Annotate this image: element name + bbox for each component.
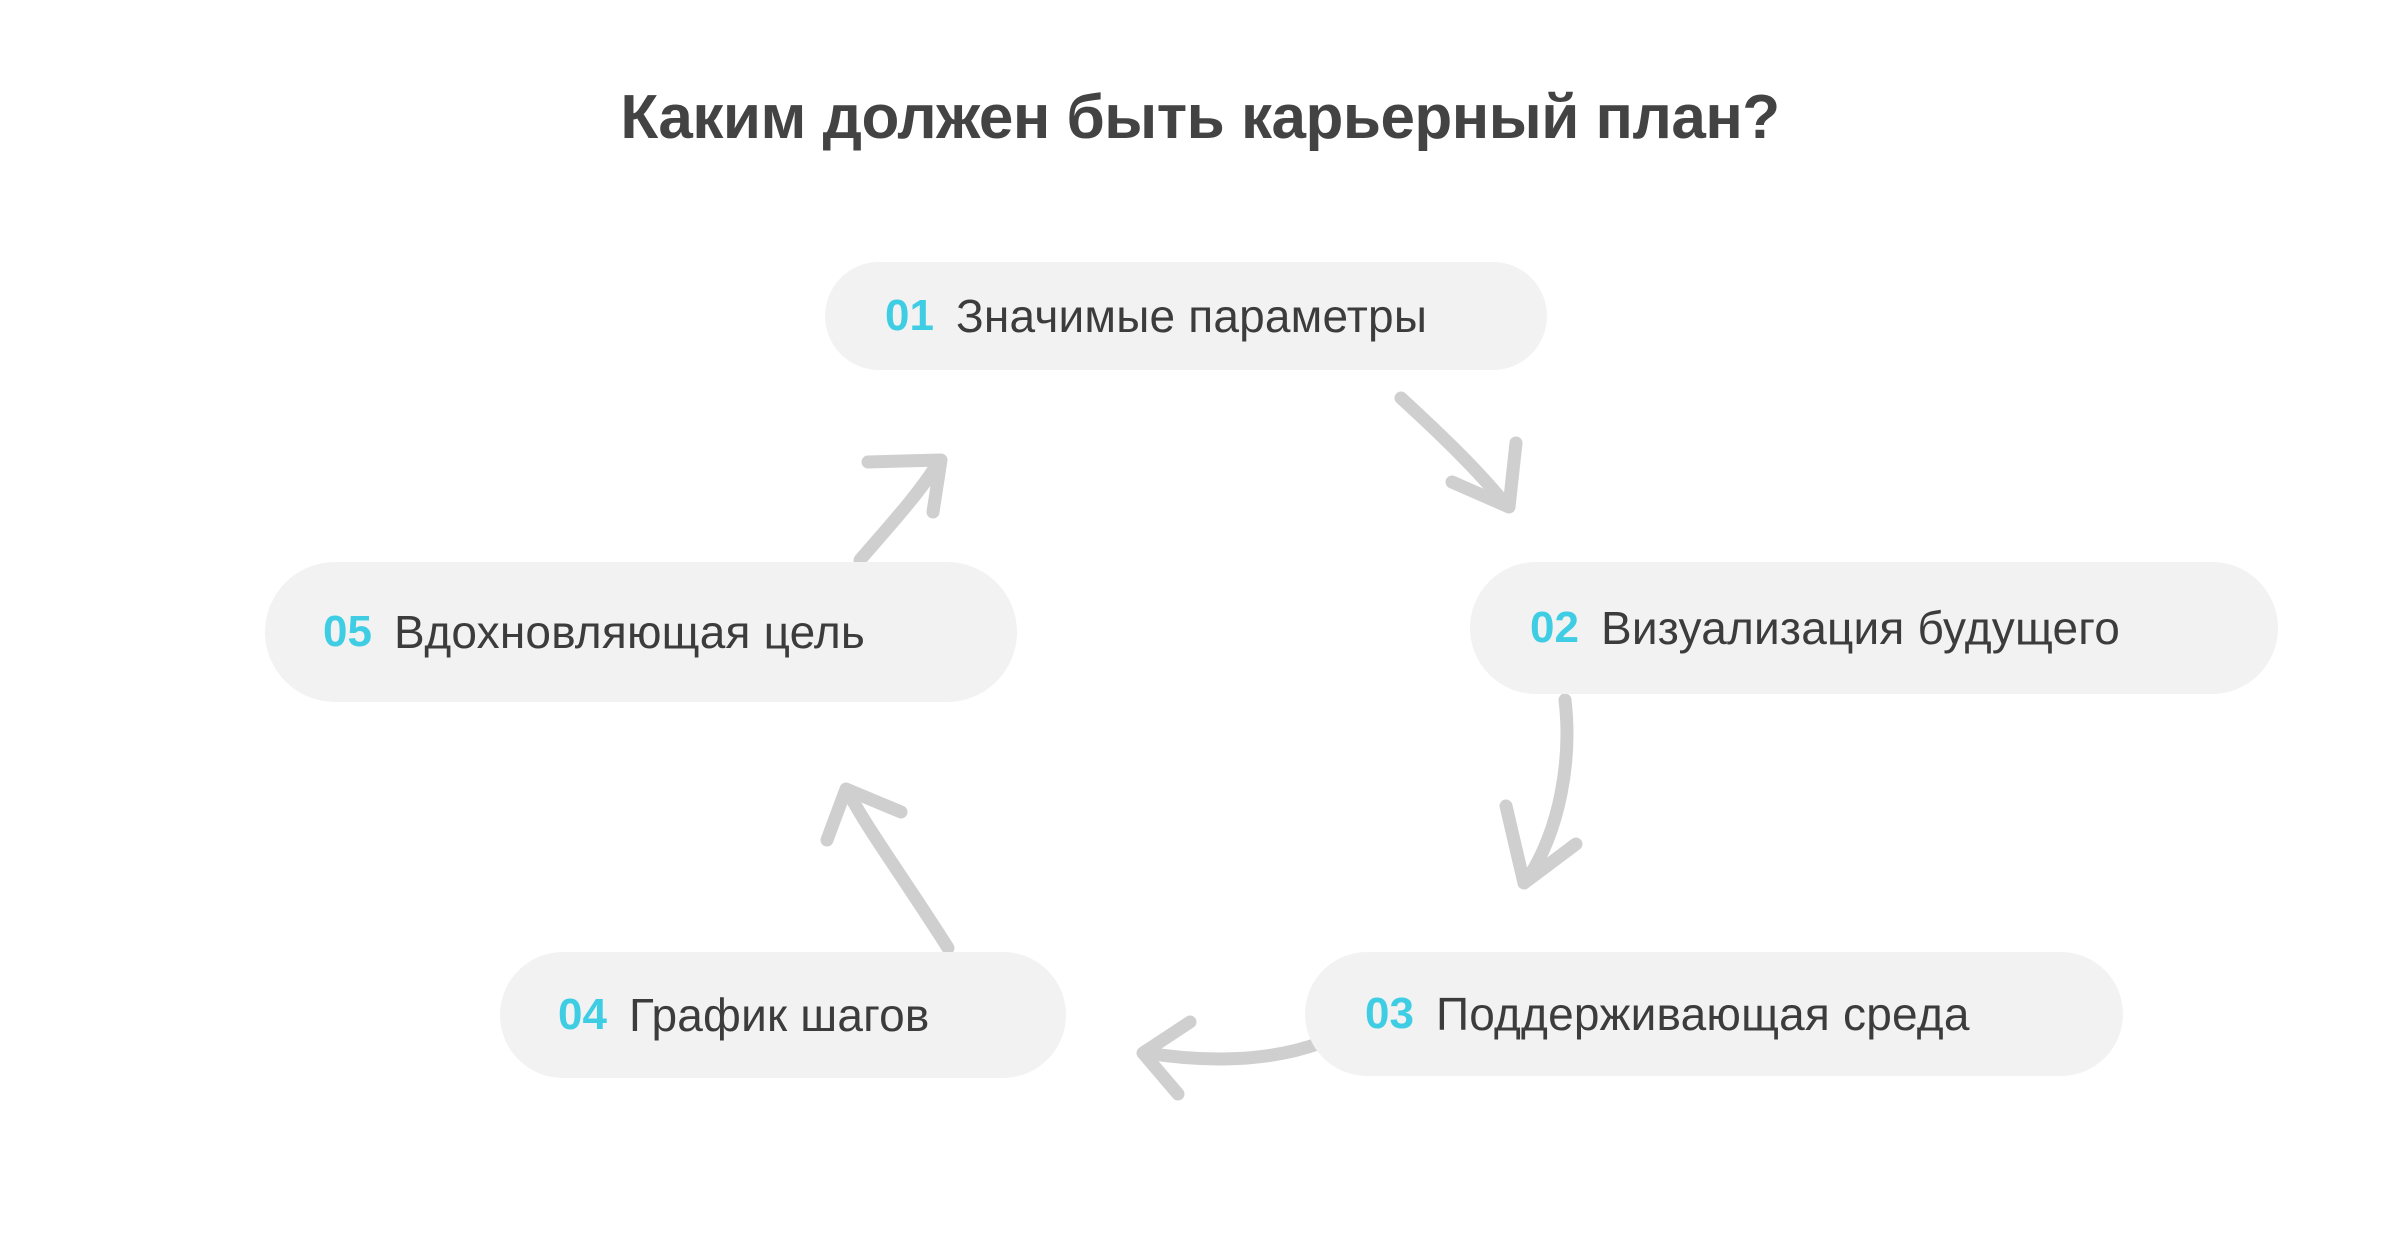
step-label-05: Вдохновляющая цель [393, 606, 866, 658]
step-label-01: Значимые параметры [955, 290, 1428, 342]
step-number-04: 04 [558, 990, 607, 1039]
step-number-01: 01 [885, 291, 934, 340]
page-title: Каким должен быть карьерный план? [620, 83, 1780, 152]
step-number-03: 03 [1365, 989, 1414, 1038]
step-pill-02[interactable]: 02 Визуализация будущего [1470, 562, 2278, 694]
step-label-02: Визуализация будущего [1600, 602, 2121, 654]
step-pill-03[interactable]: 03 Поддерживающая среда [1305, 952, 2123, 1076]
arrow-01-to-02 [1394, 391, 1523, 514]
arrow-02-to-03 [1499, 693, 1583, 890]
step-pill-01[interactable]: 01 Значимые параметры [825, 262, 1547, 370]
step-pill-04[interactable]: 04 График шагов [500, 952, 1066, 1078]
step-label-04: График шагов [628, 989, 930, 1041]
step-number-02: 02 [1530, 603, 1579, 652]
step-number-05: 05 [323, 607, 372, 656]
arrow-04-to-05 [820, 782, 955, 955]
arrow-05-to-01 [853, 453, 948, 567]
step-pill-05[interactable]: 05 Вдохновляющая цель [265, 562, 1017, 702]
arrow-03-to-04 [1136, 1015, 1327, 1101]
step-label-03: Поддерживающая среда [1435, 988, 1970, 1040]
